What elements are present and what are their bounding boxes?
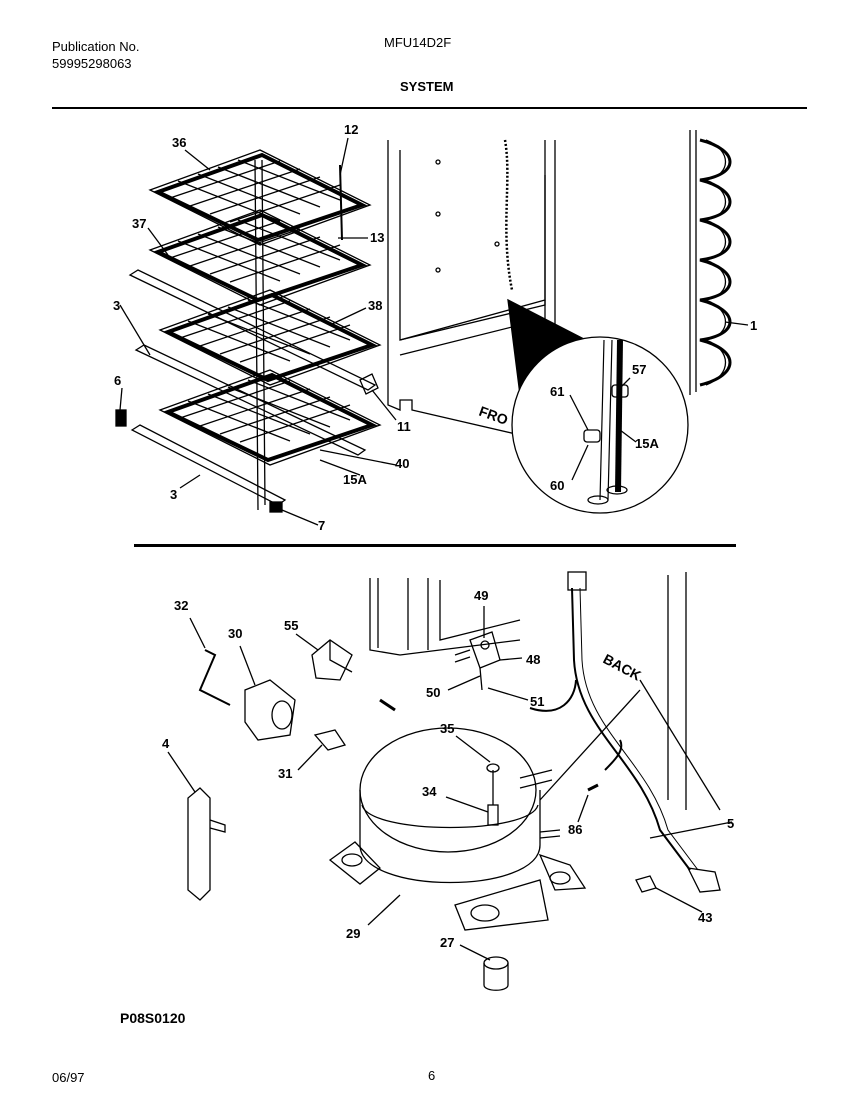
back-label: BACK [601, 651, 644, 684]
front-label: FRO [477, 403, 510, 428]
callout-61: 61 [550, 384, 564, 399]
callout-27: 27 [440, 935, 454, 950]
section-title: SYSTEM [400, 79, 454, 94]
page-number: 6 [428, 1068, 436, 1083]
evaporator-shelf-37 [148, 209, 372, 306]
wire-32 [198, 649, 231, 706]
callout-55: 55 [284, 618, 298, 633]
callout-30: 30 [228, 626, 242, 641]
evaporator-shelf-40 [158, 369, 382, 466]
callout-38: 38 [368, 298, 382, 313]
callout-60: 60 [550, 478, 564, 493]
callout-34: 34 [422, 784, 437, 799]
detail-circle [511, 336, 689, 514]
grommet-60 [583, 429, 601, 443]
callout-13: 13 [370, 230, 384, 245]
callout-15a: 15A [343, 472, 367, 487]
relay-55 [311, 639, 353, 681]
clip-11 [359, 373, 379, 395]
publication-number: 59995298063 [52, 56, 132, 71]
callout-5: 5 [727, 816, 734, 831]
drier-4 [187, 787, 226, 901]
tube-61 [599, 339, 613, 501]
callout-29: 29 [346, 926, 360, 941]
callout-3-upper: 3 [113, 298, 120, 313]
condenser-coil [689, 130, 732, 395]
callout-7: 7 [318, 518, 325, 533]
cabinet-back [369, 572, 721, 811]
callout-1: 1 [750, 318, 757, 333]
clip-6 [115, 409, 127, 427]
callout-86: 86 [568, 822, 582, 837]
model-number: MFU14D2F [384, 35, 452, 50]
callout-43: 43 [698, 910, 712, 925]
publication-label: Publication No. [52, 39, 140, 54]
callout-49: 49 [474, 588, 488, 603]
callout-3-lower: 3 [170, 487, 177, 502]
callout-6: 6 [114, 373, 121, 388]
clip-43 [635, 875, 657, 893]
callout-12: 12 [344, 122, 358, 137]
compressor [328, 698, 587, 991]
callout-35: 35 [440, 721, 454, 736]
callout-11: 11 [397, 419, 411, 434]
cord-bracket [567, 571, 587, 591]
callout-40: 40 [395, 456, 409, 471]
plug [686, 867, 721, 893]
top-rule [52, 107, 807, 109]
power-cord [571, 587, 691, 871]
callout-51: 51 [530, 694, 544, 709]
callout-31: 31 [278, 766, 292, 781]
callout-37: 37 [132, 216, 146, 231]
grommet-57 [611, 384, 629, 398]
figure-code: P08S0120 [120, 1010, 186, 1026]
clip-7 [269, 501, 283, 513]
tube-15a-detail [615, 339, 623, 493]
callout-36: 36 [172, 135, 186, 150]
callout-4: 4 [162, 736, 170, 751]
shelf-rail-mid [134, 344, 367, 456]
callout-48: 48 [526, 652, 540, 667]
overload-30 [244, 679, 296, 741]
valve-48 [469, 631, 501, 669]
callout-15a-detail: 15A [635, 436, 659, 451]
evaporator-shelf-36 [148, 149, 372, 246]
shelf-rail-lower [130, 424, 287, 506]
clip-31 [313, 729, 347, 751]
callout-57: 57 [632, 362, 646, 377]
footer-date: 06/97 [52, 1070, 85, 1085]
callout-50: 50 [426, 685, 440, 700]
connecting-tube [254, 159, 266, 511]
middle-rule [134, 544, 736, 547]
evaporator-shelf-38 [158, 289, 382, 386]
callout-32: 32 [174, 598, 188, 613]
shelf-rail-upper [128, 269, 377, 391]
